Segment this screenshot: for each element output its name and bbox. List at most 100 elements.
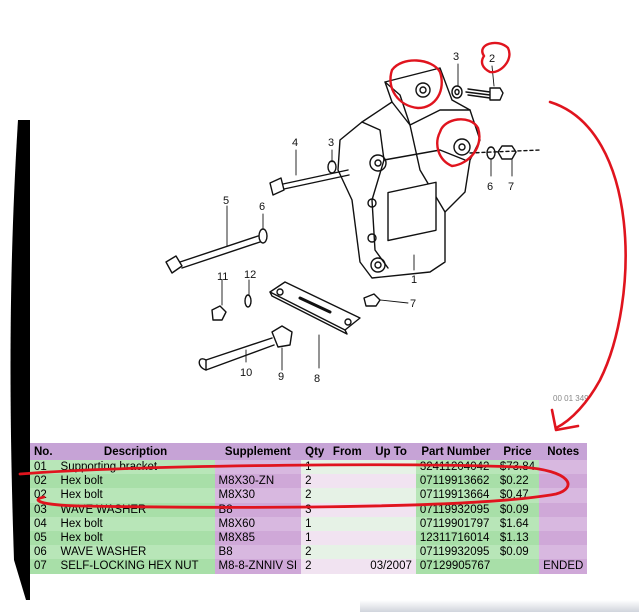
cell-supplement: B8 (214, 502, 302, 517)
cell-part-number: 07119901797 (415, 516, 496, 531)
cell-part-number: 07129905767 (415, 559, 496, 574)
cell-part-number: 07119932095 (415, 502, 496, 517)
diagram-code-label: 00 01 349 (553, 394, 589, 403)
cell-notes (539, 474, 588, 489)
callout-11: 11 (217, 271, 228, 283)
page-bottom-edge (360, 600, 639, 612)
nut-7-lower (363, 293, 381, 307)
cell-supplement (214, 460, 302, 475)
cell-description: Supporting bracket (56, 460, 215, 475)
cell-from (328, 559, 367, 574)
callout-4: 4 (292, 137, 298, 149)
cell-no: 02 (30, 488, 57, 503)
col-header-upto: Up To (366, 443, 416, 460)
cell-up-to (366, 488, 416, 503)
leader-lines (221, 63, 513, 371)
cell-from (328, 530, 367, 546)
cell-price: $0.22 (495, 474, 540, 489)
cell-no: 02 (30, 474, 57, 489)
cell-qty: 2 (301, 474, 329, 489)
cell-part-number: 32411204042 (415, 460, 496, 475)
cell-no: 04 (30, 516, 57, 531)
cell-up-to (366, 516, 416, 531)
cell-notes (539, 545, 588, 560)
cell-notes (539, 530, 588, 546)
cell-price: $1.13 (495, 530, 540, 546)
col-header-qty: Qty (301, 443, 329, 460)
cell-description: SELF-LOCKING HEX NUT (56, 559, 215, 574)
cell-notes (539, 516, 588, 531)
strap-8 (269, 281, 361, 335)
callout-6-right: 6 (487, 181, 493, 193)
cell-price: $0.09 (495, 502, 540, 517)
cell-part-number: 07119913664 (415, 488, 496, 503)
cell-no: 06 (30, 545, 57, 560)
cell-up-to (366, 502, 416, 517)
exploded-parts-diagram: 3 2 4 3 5 6 6 7 1 7 11 12 10 9 8 (165, 51, 541, 385)
cell-up-to (366, 474, 416, 489)
cell-no: 07 (30, 559, 57, 574)
cell-supplement: M8X30 (214, 488, 302, 503)
cell-from (328, 488, 367, 503)
cell-from (328, 545, 367, 560)
cell-price: $0.47 (495, 488, 540, 503)
cell-description: Hex bolt (56, 474, 215, 489)
callout-3-top: 3 (453, 51, 459, 63)
col-header-no: No. (30, 443, 57, 460)
callout-7-right: 7 (508, 181, 514, 193)
col-header-notes: Notes (539, 443, 588, 460)
cell-notes (539, 460, 588, 475)
callout-1: 1 (411, 274, 417, 286)
callout-9: 9 (278, 371, 284, 383)
col-header-price: Price (495, 443, 540, 460)
cell-notes (539, 502, 588, 517)
cell-qty: 1 (301, 530, 329, 546)
cell-price: $73.84 (495, 460, 540, 475)
callout-5: 5 (223, 195, 229, 207)
cell-up-to: 03/2007 (366, 559, 416, 574)
cell-supplement: M8-8-ZNNIV SI (214, 559, 302, 574)
cell-part-number: 12311716014 (415, 530, 496, 546)
bolt-5 (165, 228, 268, 274)
callout-labels: 3 2 4 3 5 6 6 7 1 7 11 12 10 9 8 (217, 51, 514, 385)
bolt-10-nut-9 (198, 325, 293, 371)
cell-from (328, 474, 367, 489)
cell-description: Hex bolt (56, 488, 215, 503)
cell-description: WAVE WASHER (56, 545, 215, 560)
callout-6-left: 6 (259, 201, 265, 213)
col-header-part-number: Part Number (415, 443, 496, 460)
col-header-description: Description (56, 443, 215, 460)
cell-notes: ENDED (539, 559, 588, 574)
cell-description: Hex bolt (56, 516, 215, 531)
cell-qty: 2 (301, 545, 329, 560)
cell-up-to (366, 530, 416, 546)
cell-from (328, 502, 367, 517)
cell-part-number: 07119913662 (415, 474, 496, 489)
col-header-supplement: Supplement (214, 443, 302, 460)
cell-notes (539, 488, 588, 503)
cell-description: WAVE WASHER (56, 502, 215, 517)
cell-supplement: B8 (214, 545, 302, 560)
washer-nut-right (469, 145, 541, 160)
cell-supplement: M8X30-ZN (214, 474, 302, 489)
cell-qty: 2 (301, 488, 329, 503)
cell-supplement: M8X85 (214, 530, 302, 546)
bolt-4 (269, 160, 350, 196)
cell-qty: 1 (301, 516, 329, 531)
col-header-from: From (328, 443, 367, 460)
cell-supplement: M8X60 (214, 516, 302, 531)
cell-price (495, 559, 540, 574)
cell-no: 03 (30, 502, 57, 517)
callout-3-left: 3 (328, 137, 334, 149)
cell-qty: 1 (301, 460, 329, 475)
cell-price: $0.09 (495, 545, 540, 560)
cell-up-to (366, 545, 416, 560)
parts-table: No. Description Supplement Qty From Up T… (30, 443, 588, 574)
